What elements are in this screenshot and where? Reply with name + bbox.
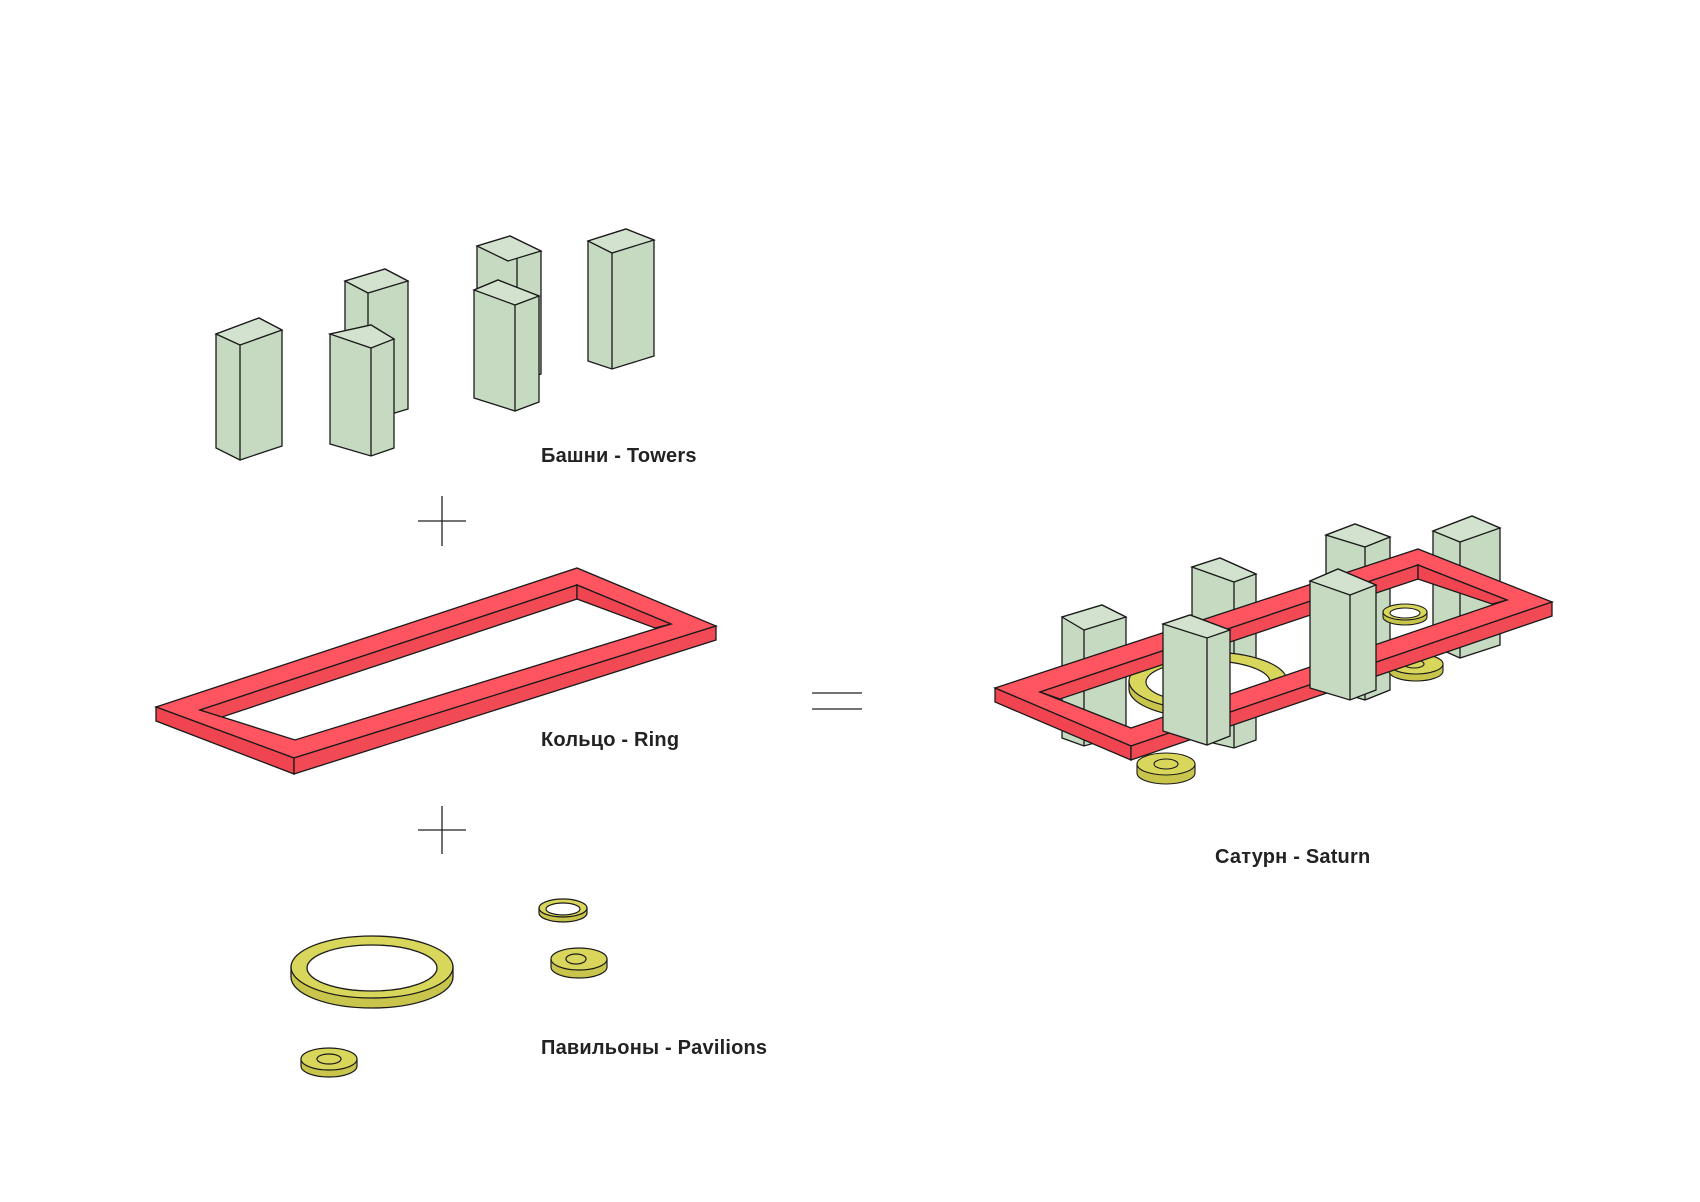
saturn-label: Сатурн - Saturn — [1215, 846, 1371, 868]
tower — [472, 279, 541, 412]
tower — [1160, 614, 1232, 746]
plus-symbol — [418, 806, 466, 854]
equals-symbol — [812, 692, 862, 710]
ring — [154, 567, 718, 775]
pavilion-small — [1382, 603, 1428, 626]
tower — [1308, 568, 1378, 701]
plus-symbol — [418, 496, 466, 546]
pavilions-group — [290, 898, 608, 1078]
tower — [586, 228, 656, 370]
towers-label: Башни - Towers — [541, 445, 697, 467]
tower — [327, 324, 396, 457]
pavilion-disc — [300, 1047, 358, 1078]
pavilion-disc — [550, 947, 608, 979]
pavilion-disc — [1136, 752, 1196, 785]
pavilion-small — [538, 898, 588, 923]
pavilions-label: Павильоны - Pavilions — [541, 1037, 768, 1059]
ring-label: Кольцо - Ring — [541, 729, 680, 751]
saturn-composite — [993, 515, 1554, 785]
tower — [214, 317, 284, 461]
pavilion-large — [290, 935, 454, 1009]
towers-group — [214, 228, 656, 461]
